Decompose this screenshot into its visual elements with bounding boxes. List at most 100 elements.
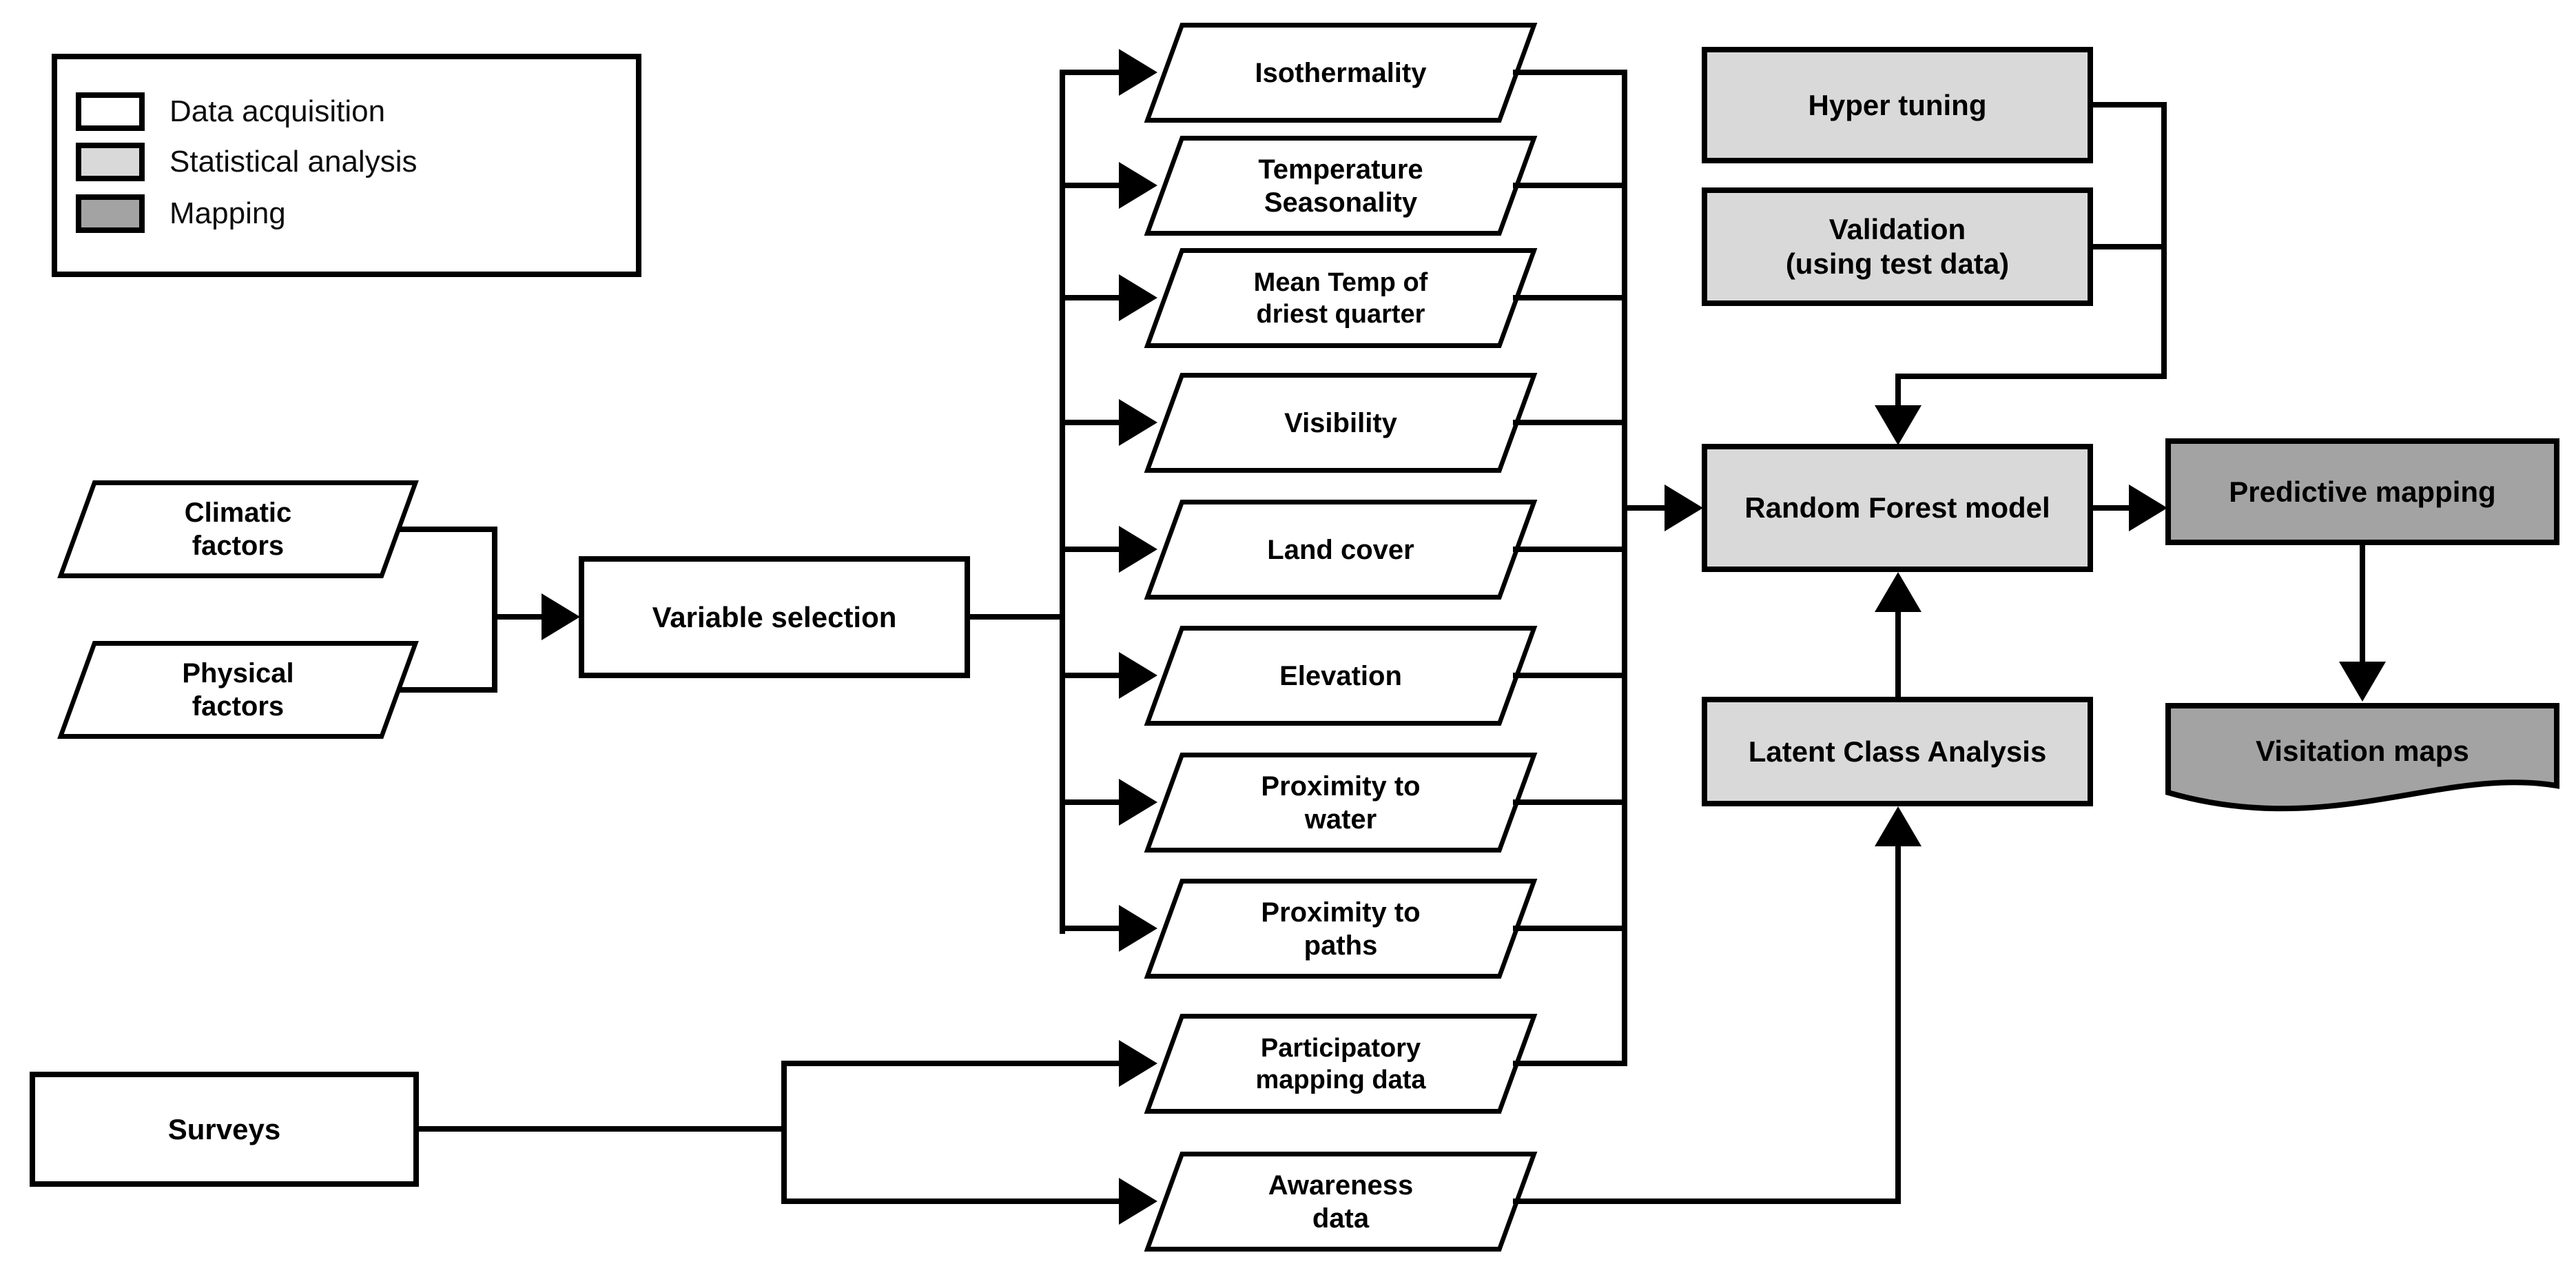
connector-climatic-out [398, 527, 497, 532]
legend-label-mapping: Mapping [169, 196, 286, 230]
node-predictive-mapping-label: Predictive mapping [2229, 475, 2496, 508]
tuning-validation-junction [2161, 102, 2167, 379]
arrowhead-into-random-forest [1665, 484, 1703, 531]
node-surveys: Surveys [30, 1072, 419, 1187]
arrowhead-proximity-paths [1119, 905, 1157, 952]
node-proximity-to-water: Proximity to water [1144, 753, 1538, 853]
legend-label-statistical-analysis: Statistical analysis [169, 145, 418, 178]
connector-surveys-out [419, 1126, 787, 1132]
node-participatory-mapping-data-label: Participatory mapping data [1255, 1033, 1426, 1094]
connector-variable-selection-out [965, 614, 1065, 620]
connector-factors-junction [492, 527, 497, 693]
arrowhead-visibility [1119, 399, 1157, 446]
legend-box: Data acquisition Statistical analysis Ma… [52, 54, 641, 277]
connector-into-random-forest [1622, 505, 1666, 511]
connector-hyper-tuning-out [2093, 102, 2167, 108]
arrowhead-mean-temp [1119, 274, 1157, 321]
node-hyper-tuning: Hyper tuning [1702, 47, 2093, 163]
node-visitation-maps-shape [2165, 703, 2559, 812]
legend-swatch-mapping [76, 194, 145, 233]
node-isothermality: Isothermality [1144, 23, 1538, 123]
node-land-cover: Land cover [1144, 500, 1538, 600]
connector-awareness-out [1513, 1198, 1901, 1204]
arrowhead-into-predictive [2129, 484, 2167, 531]
branch-elevation [1060, 673, 1120, 678]
node-visitation-maps-label: Visitation maps [2256, 735, 2469, 767]
connector-awareness-to-lca [1895, 845, 1901, 1204]
collector-line [1622, 70, 1627, 1066]
arrowhead-into-variable-selection [542, 593, 580, 640]
node-validation: Validation (using test data) [1702, 187, 2093, 306]
branch-awareness [781, 1198, 1120, 1204]
node-mean-temp-driest-quarter: Mean Temp of driest quarter [1144, 248, 1538, 348]
node-predictive-mapping: Predictive mapping [2165, 438, 2559, 545]
legend-label-data-acquisition: Data acquisition [169, 94, 386, 128]
arrowhead-temperature-seasonality [1119, 162, 1157, 209]
surveys-branch-junction [781, 1061, 787, 1204]
node-latent-class-analysis-label: Latent Class Analysis [1748, 735, 2047, 768]
node-proximity-to-paths: Proximity to paths [1144, 879, 1538, 979]
arrowhead-rf-top [1875, 405, 1921, 445]
node-proximity-to-paths-label: Proximity to paths [1261, 897, 1421, 961]
arrowhead-isothermality [1119, 49, 1157, 96]
legend-swatch-data-acquisition [76, 92, 145, 131]
node-participatory-mapping-data: Participatory mapping data [1144, 1014, 1538, 1114]
node-random-forest-model-label: Random Forest model [1744, 491, 2050, 524]
connector-into-variable-selection [492, 614, 544, 620]
distribution-line [1060, 70, 1065, 934]
arrowhead-lca-bottom [1875, 806, 1921, 846]
arrowhead-elevation [1119, 652, 1157, 699]
legend-swatch-statistical-analysis [76, 143, 145, 181]
connector-to-rf-top [1895, 374, 2167, 379]
node-land-cover-label: Land cover [1267, 534, 1414, 565]
collect-temperature-seasonality [1513, 183, 1627, 188]
node-hyper-tuning-label: Hyper tuning [1808, 88, 1987, 121]
collect-isothermality [1513, 70, 1627, 75]
node-elevation: Elevation [1144, 626, 1538, 726]
node-mean-temp-driest-quarter-label: Mean Temp of driest quarter [1253, 267, 1428, 329]
node-climatic-factors-label: Climatic factors [184, 498, 292, 561]
collect-land-cover [1513, 547, 1627, 552]
collect-mean-temp [1513, 295, 1627, 300]
connector-validation-out [2093, 244, 2167, 249]
node-variable-selection-label: Variable selection [652, 600, 897, 633]
node-isothermality-label: Isothermality [1255, 57, 1427, 88]
branch-mean-temp [1060, 295, 1120, 300]
branch-proximity-paths [1060, 926, 1120, 931]
node-physical-factors: Physical factors [57, 641, 419, 739]
node-visibility-label: Visibility [1284, 407, 1397, 438]
node-random-forest-model: Random Forest model [1702, 444, 2093, 572]
node-climatic-factors: Climatic factors [57, 480, 419, 578]
branch-isothermality [1060, 70, 1120, 75]
collect-elevation [1513, 673, 1627, 678]
arrowhead-into-visitation [2339, 662, 2386, 702]
connector-physical-out [398, 687, 497, 693]
collect-proximity-paths [1513, 926, 1627, 931]
collect-visibility [1513, 420, 1627, 425]
connector-rf-top-drop [1895, 374, 1901, 408]
connector-predictive-to-visitation [2360, 545, 2365, 664]
arrowhead-land-cover [1119, 526, 1157, 573]
node-temperature-seasonality-label: Temperature Seasonality [1258, 154, 1423, 218]
branch-participatory [781, 1061, 1120, 1066]
branch-visibility [1060, 420, 1120, 425]
connector-lca-to-rf [1895, 611, 1901, 700]
arrowhead-awareness [1119, 1178, 1157, 1225]
node-proximity-to-water-label: Proximity to water [1261, 771, 1421, 835]
node-latent-class-analysis: Latent Class Analysis [1702, 697, 2093, 806]
arrowhead-rf-bottom [1875, 572, 1921, 612]
node-validation-label: Validation (using test data) [1785, 213, 2010, 280]
node-physical-factors-label: Physical factors [182, 658, 294, 722]
arrowhead-participatory [1119, 1040, 1157, 1087]
collect-participatory [1513, 1061, 1627, 1066]
node-awareness-data-label: Awareness data [1268, 1170, 1414, 1234]
collect-proximity-water [1513, 799, 1627, 805]
connector-rf-to-predictive [2093, 505, 2133, 511]
branch-land-cover [1060, 547, 1120, 552]
node-surveys-label: Surveys [167, 1112, 281, 1145]
node-elevation-label: Elevation [1279, 660, 1402, 691]
branch-proximity-water [1060, 799, 1120, 805]
node-awareness-data: Awareness data [1144, 1152, 1538, 1252]
node-temperature-seasonality: Temperature Seasonality [1144, 136, 1538, 236]
